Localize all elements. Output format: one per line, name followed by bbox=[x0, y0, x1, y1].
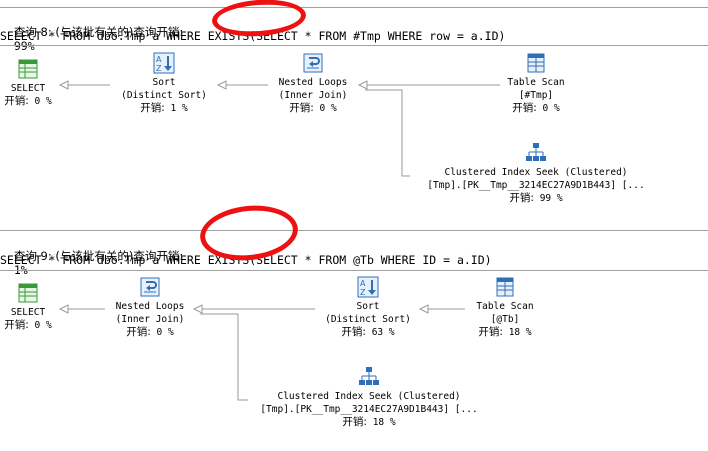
query-sql-text[interactable]: SELECT * FROM dbo.Tmp a WHERE EXISTS(SEL… bbox=[0, 253, 492, 267]
node-title: Sort bbox=[356, 301, 380, 312]
node-cost: 0 % bbox=[156, 327, 174, 338]
query-separator bbox=[0, 230, 708, 231]
node-subtitle: [Tmp].[PK__Tmp__3214EC27A9D1B443] [... bbox=[260, 404, 478, 415]
clustered-index-seek-icon bbox=[359, 367, 379, 385]
table-scan-icon bbox=[527, 53, 545, 73]
node-title: Clustered Index Seek (Clustered) bbox=[277, 391, 461, 402]
query-header: 查询 9: (与该批有关的)查询开销: 1% bbox=[0, 235, 183, 277]
node-subtitle: [@Tb] bbox=[490, 314, 520, 325]
plan-node-sort[interactable]: A Z Sort (Distinct Sort) 开销: 63 % bbox=[312, 276, 424, 339]
node-cost-label: 开销: bbox=[126, 326, 151, 338]
node-cost-label: 开销: bbox=[342, 416, 367, 428]
plan-node-select[interactable]: SELECT 开销: 0 % bbox=[0, 282, 56, 332]
query-separator bbox=[0, 270, 708, 271]
query-header: 查询 8: (与该批有关的)查询开销: 99% bbox=[0, 11, 183, 53]
node-cost-label: 开销: bbox=[512, 102, 537, 114]
sort-icon: A Z bbox=[357, 276, 379, 298]
clustered-index-seek-icon bbox=[526, 143, 546, 161]
plan-node-clustered-index-seek[interactable]: Clustered Index Seek (Clustered) [Tmp].[… bbox=[245, 366, 493, 429]
svg-text:A: A bbox=[360, 279, 366, 288]
plan-node-table-scan[interactable]: Table Scan [@Tb] 开销: 18 % bbox=[465, 276, 545, 339]
node-cost: 0 % bbox=[34, 320, 52, 331]
query-separator bbox=[0, 7, 708, 8]
plan-node-nested-loops[interactable]: Nested Loops (Inner Join) 开销: 0 % bbox=[100, 276, 200, 339]
node-title: Nested Loops bbox=[278, 77, 348, 88]
node-cost: 0 % bbox=[542, 103, 560, 114]
node-cost: 0 % bbox=[319, 103, 337, 114]
node-subtitle: [Tmp].[PK__Tmp__3214EC27A9D1B443] [... bbox=[427, 180, 645, 191]
node-subtitle: (Distinct Sort) bbox=[121, 90, 207, 101]
node-subtitle: (Inner Join) bbox=[278, 90, 348, 101]
node-title: Table Scan bbox=[476, 301, 534, 312]
node-cost-label: 开销: bbox=[4, 95, 29, 107]
node-title: Sort bbox=[152, 77, 176, 88]
query-label: 查询 8: (与该批有关的)查询开销: bbox=[13, 25, 184, 39]
node-title: SELECT bbox=[10, 307, 46, 318]
node-cost-label: 开销: bbox=[289, 102, 314, 114]
plan-node-nested-loops[interactable]: Nested Loops (Inner Join) 开销: 0 % bbox=[263, 52, 363, 115]
node-subtitle: (Inner Join) bbox=[115, 314, 185, 325]
node-cost: 99 % bbox=[539, 193, 563, 204]
node-title: Clustered Index Seek (Clustered) bbox=[444, 167, 628, 178]
node-cost-label: 开销: bbox=[4, 319, 29, 331]
node-cost: 63 % bbox=[371, 327, 395, 338]
select-result-icon bbox=[18, 283, 38, 303]
plan-node-sort[interactable]: A Z Sort (Distinct Sort) 开销: 1 % bbox=[108, 52, 220, 115]
query-cost: 99% bbox=[13, 39, 35, 53]
node-cost-label: 开销: bbox=[509, 192, 534, 204]
nested-loops-icon bbox=[140, 277, 160, 297]
svg-text:A: A bbox=[156, 55, 162, 64]
query-sql-text[interactable]: SELECT * FROM dbo.Tmp a WHERE EXISTS(SEL… bbox=[0, 29, 506, 43]
nested-loops-icon bbox=[303, 53, 323, 73]
plan-node-clustered-index-seek[interactable]: Clustered Index Seek (Clustered) [Tmp].[… bbox=[412, 142, 660, 205]
plan-node-table-scan[interactable]: Table Scan [#Tmp] 开销: 0 % bbox=[496, 52, 576, 115]
table-scan-icon bbox=[496, 277, 514, 297]
node-title: Nested Loops bbox=[115, 301, 185, 312]
node-cost-label: 开销: bbox=[478, 326, 503, 338]
svg-text:Z: Z bbox=[360, 288, 366, 297]
node-cost: 0 % bbox=[34, 96, 52, 107]
query-label: 查询 9: (与该批有关的)查询开销: bbox=[13, 249, 184, 263]
query-separator bbox=[0, 45, 708, 46]
sort-icon: A Z bbox=[153, 52, 175, 74]
node-title: SELECT bbox=[10, 83, 46, 94]
node-cost: 1 % bbox=[170, 103, 188, 114]
node-cost: 18 % bbox=[508, 327, 532, 338]
node-cost-label: 开销: bbox=[341, 326, 366, 338]
node-subtitle: (Distinct Sort) bbox=[325, 314, 411, 325]
node-cost-label: 开销: bbox=[140, 102, 165, 114]
node-subtitle: [#Tmp] bbox=[518, 90, 554, 101]
select-result-icon bbox=[18, 59, 38, 79]
node-title: Table Scan bbox=[507, 77, 565, 88]
plan-node-select[interactable]: SELECT 开销: 0 % bbox=[0, 58, 56, 108]
node-cost: 18 % bbox=[372, 417, 396, 428]
svg-text:Z: Z bbox=[156, 64, 162, 73]
